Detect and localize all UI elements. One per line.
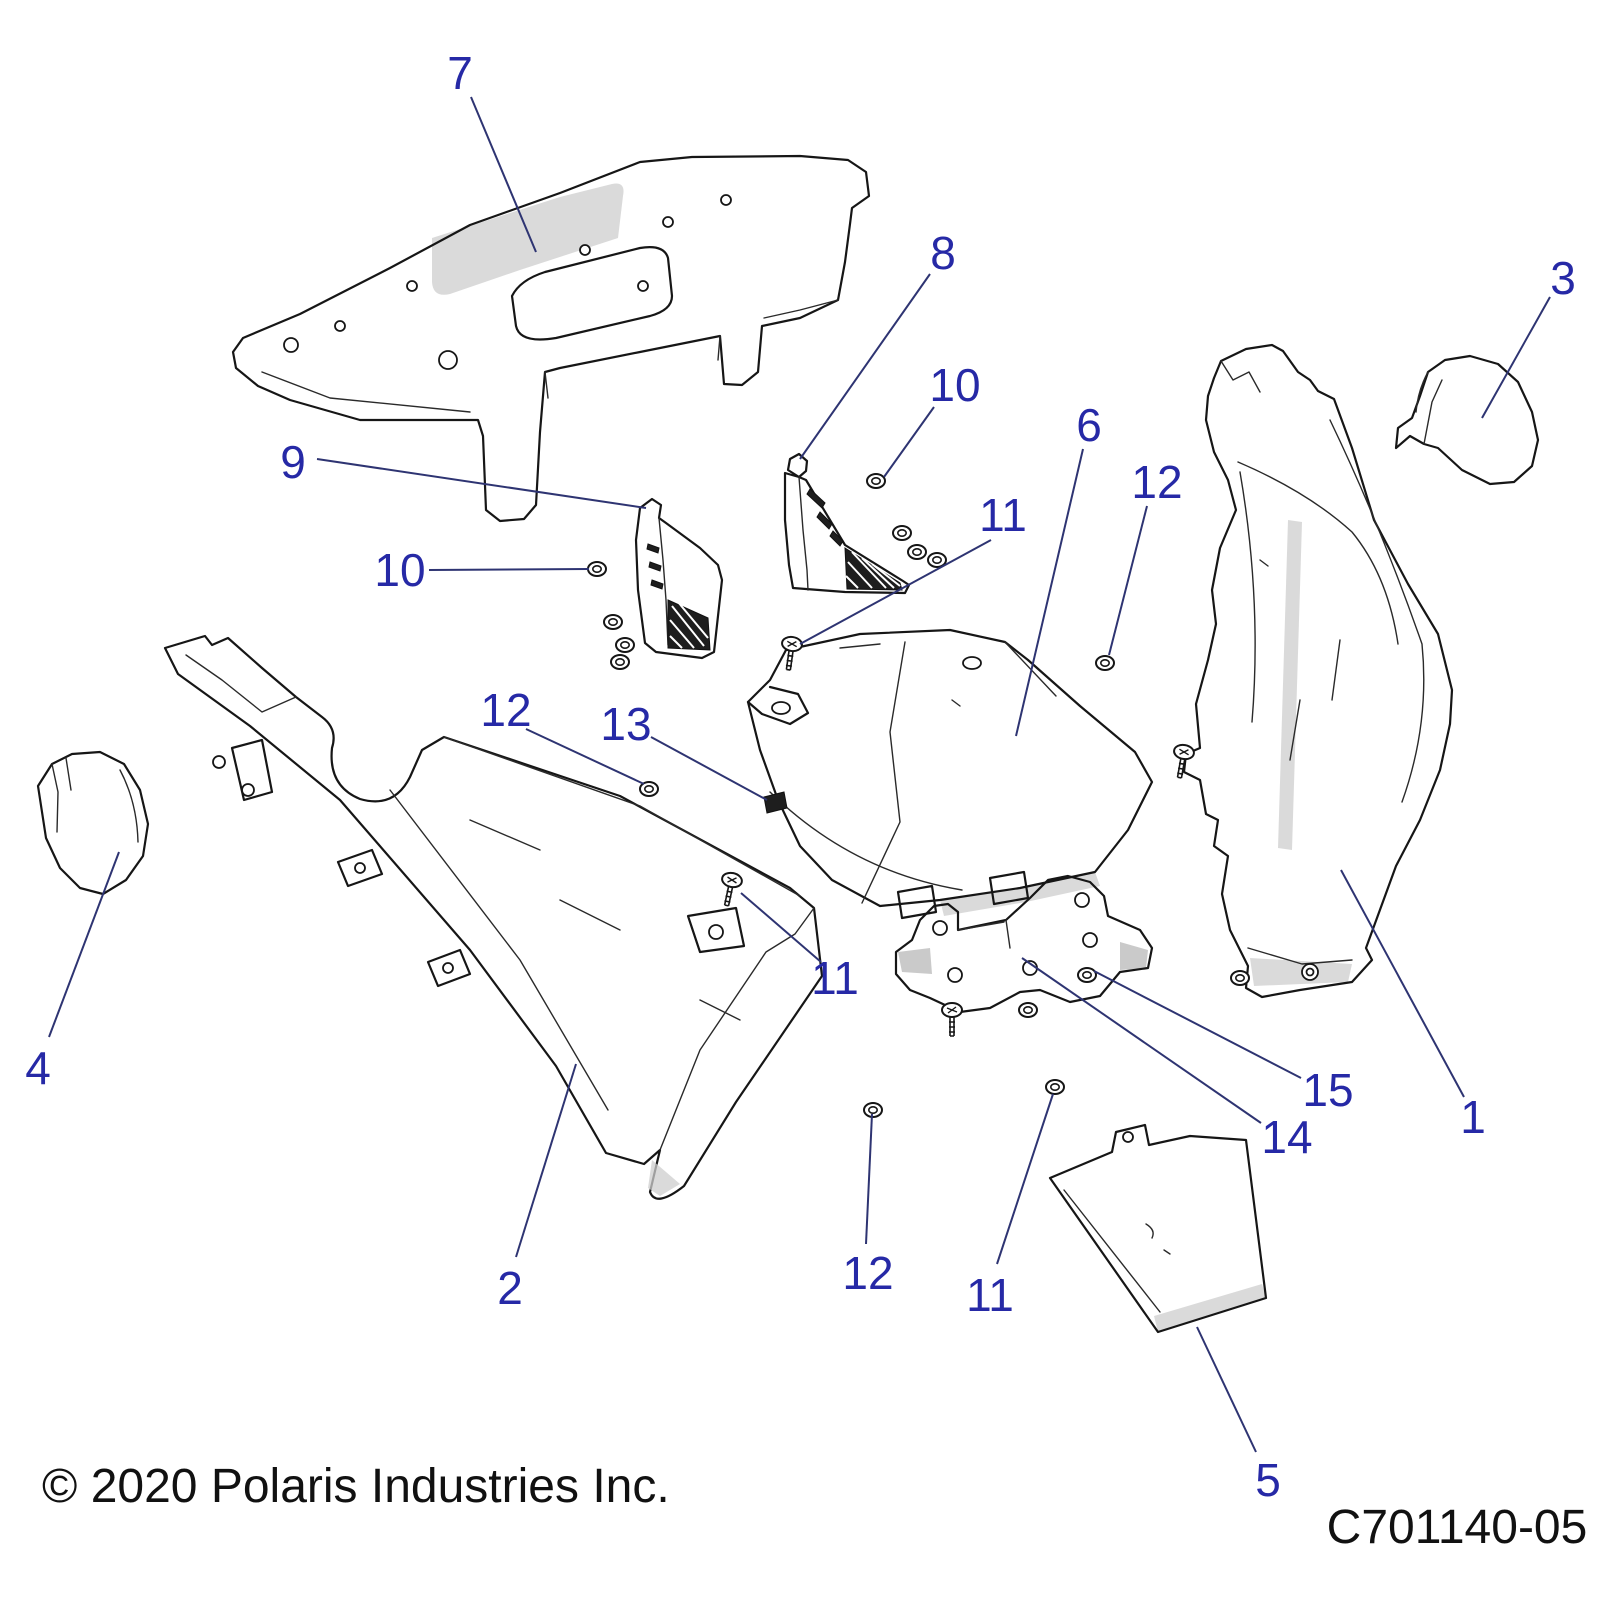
callout-11: 11 (979, 489, 1027, 541)
nut-icon (1045, 1079, 1065, 1095)
callout-13: 13 (600, 698, 651, 750)
callout-11b: 11 (811, 952, 859, 1004)
nut-icon (907, 544, 927, 560)
nut-icon (1230, 970, 1250, 986)
nut-icon (603, 614, 623, 630)
screw-icon (777, 634, 804, 673)
callout-labels: 7 8 3 10 6 12 9 11 10 12 13 4 11 15 14 1… (25, 47, 1576, 1506)
callout-5: 5 (1255, 1454, 1281, 1506)
nut-icon (610, 654, 630, 670)
callout-1: 1 (1460, 1091, 1486, 1143)
part-2 (163, 634, 824, 1200)
nut-icon (892, 525, 912, 541)
leader-lines (48, 96, 1551, 1453)
callout-14: 14 (1261, 1111, 1312, 1163)
callout-2: 2 (497, 1262, 523, 1314)
screw-icon (941, 1002, 963, 1037)
part-1 (1182, 343, 1454, 999)
part-3 (1394, 354, 1540, 486)
callout-12b: 12 (480, 684, 531, 736)
callout-3: 3 (1550, 252, 1576, 304)
nut-icon (1095, 655, 1115, 671)
part-7 (231, 154, 871, 523)
callout-12c: 12 (842, 1247, 893, 1299)
screw-icon (715, 870, 745, 909)
screw-icon (1168, 742, 1197, 781)
part-9 (634, 497, 724, 660)
callout-7: 7 (447, 47, 473, 99)
callout-15: 15 (1302, 1064, 1353, 1116)
nut-icon (615, 637, 635, 653)
washer-icon (863, 1102, 883, 1118)
diagram-code: C701140-05 (1327, 1501, 1588, 1554)
part-8 (783, 452, 911, 595)
callout-12: 12 (1131, 456, 1182, 508)
copyright-text: © 2020 Polaris Industries Inc. (42, 1460, 670, 1513)
callout-8: 8 (930, 227, 956, 279)
part-5 (1048, 1123, 1268, 1334)
fasteners (587, 473, 1250, 1118)
callout-9: 9 (280, 436, 306, 488)
nut-icon (587, 561, 607, 577)
part-14 (894, 874, 1154, 1014)
callout-11c: 11 (966, 1269, 1014, 1321)
part-4 (36, 750, 150, 896)
callout-10: 10 (929, 359, 980, 411)
nut-icon (1077, 967, 1097, 983)
nut-icon (1018, 1002, 1038, 1018)
nut-icon (866, 473, 886, 489)
part-6 (746, 628, 1154, 920)
callout-4: 4 (25, 1042, 51, 1094)
callout-10b: 10 (374, 544, 425, 596)
callout-6: 6 (1076, 399, 1102, 451)
